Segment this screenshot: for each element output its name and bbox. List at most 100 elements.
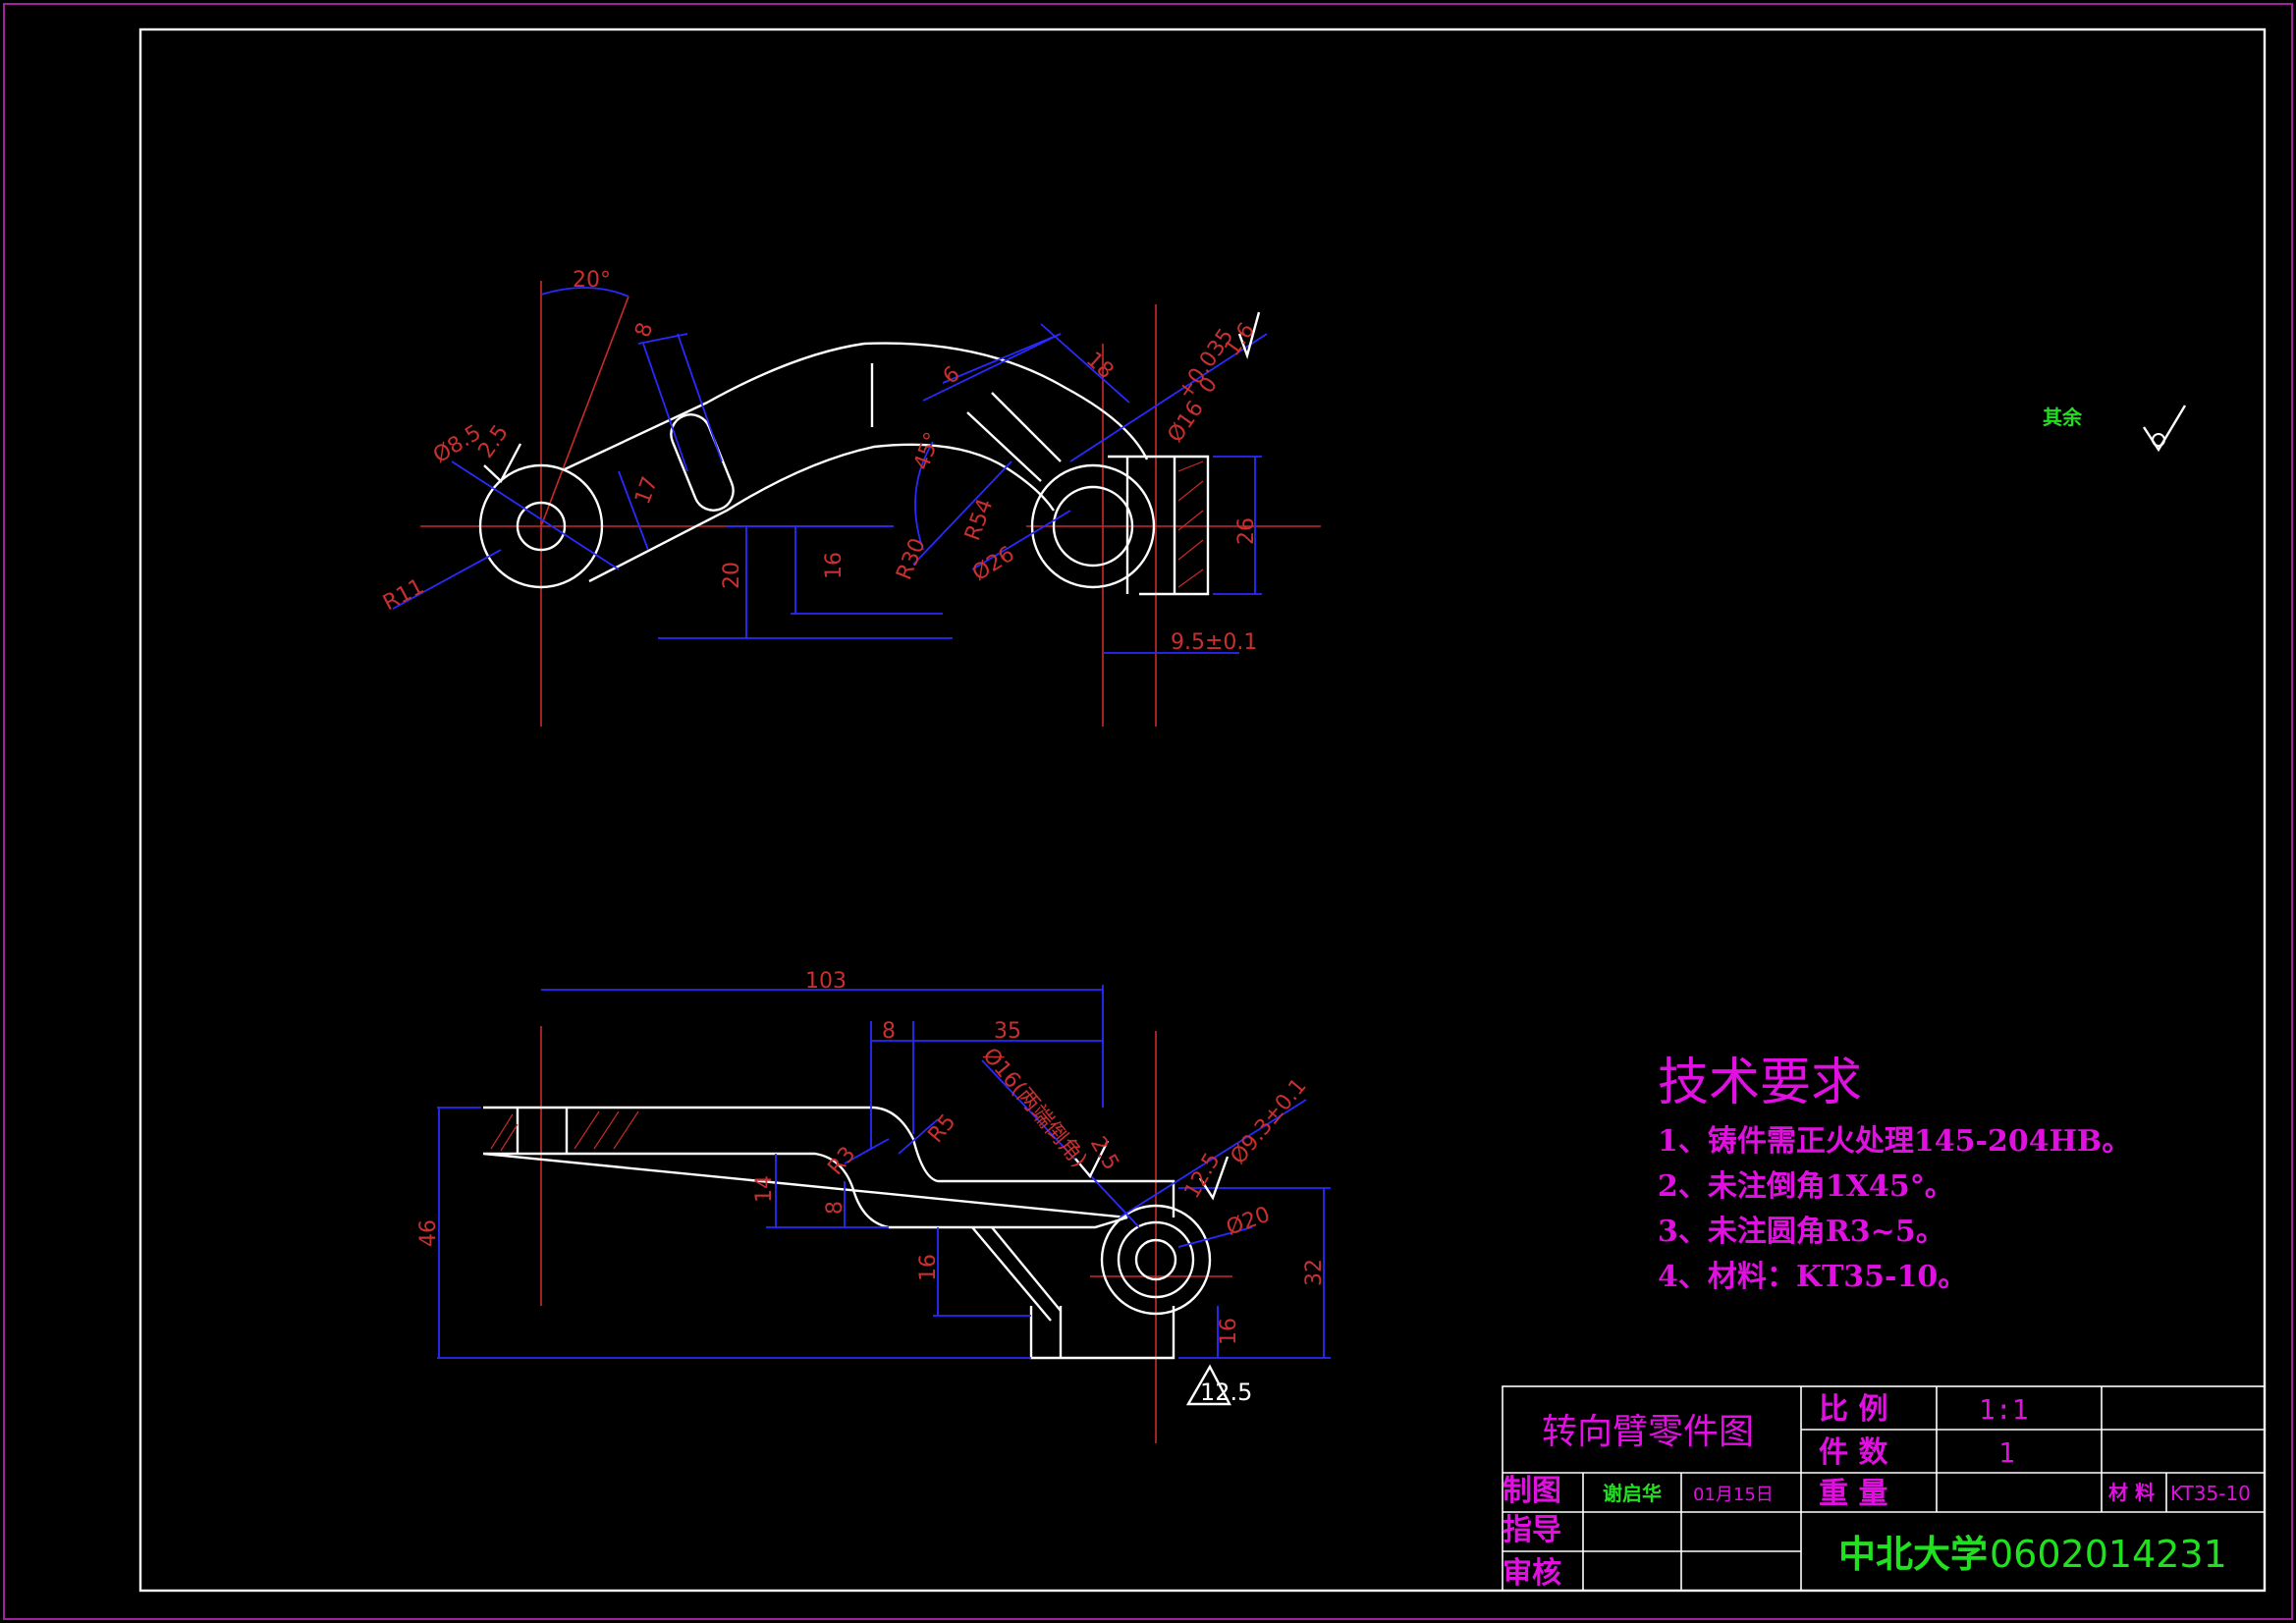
dim-line xyxy=(912,460,1012,566)
left-bore xyxy=(516,501,567,552)
dim-text: 16 xyxy=(916,1254,941,1281)
dim-text: R30 xyxy=(892,535,930,583)
material-value: KT35-10 xyxy=(2170,1482,2251,1505)
rib-line xyxy=(971,1226,1052,1322)
dim-text: R11 xyxy=(379,574,428,616)
front-boss-mid xyxy=(1117,1220,1195,1299)
clamp-hatch xyxy=(1177,460,1204,588)
front-bore xyxy=(1134,1238,1177,1281)
dim-text: 8 xyxy=(882,1019,896,1044)
front-view: 103 8 35 Ø16(两端倒角) R5 R3 2.5 12.5 Ø9.3±0… xyxy=(416,969,1331,1443)
arm-hatch xyxy=(490,1110,639,1152)
roughness-check-icon xyxy=(2142,405,2187,453)
dim-line xyxy=(971,510,1071,570)
right-bore xyxy=(1052,485,1134,568)
front-boss-outer xyxy=(1100,1204,1212,1316)
dim-text: 46 xyxy=(416,1219,441,1247)
tech-requirement-item: 2、未注倒角1X45°。 xyxy=(1658,1169,1954,1204)
dim-text: 2.5 xyxy=(473,420,514,462)
dim-text: 8 xyxy=(630,319,658,341)
tech-requirements-heading: 技术要求 xyxy=(1658,1054,1862,1112)
sheet-border xyxy=(3,3,2293,1620)
drawn-name: 谢启华 xyxy=(1603,1482,1662,1505)
dim-text: 9.5±0.1 xyxy=(1171,630,1257,655)
dim-text: Ø9.3±0.1 xyxy=(1226,1074,1311,1169)
ratio-label: 比 例 xyxy=(1819,1392,1887,1427)
top-view: 20° 8 Ø8.5 2.5 R11 17 20 16 6 18 45° R54… xyxy=(379,268,1321,727)
dim-20-line xyxy=(1177,1226,1253,1248)
rib-line xyxy=(966,411,1042,482)
dim-text: Ø20 xyxy=(1224,1203,1274,1241)
front-arm-profile xyxy=(482,1106,1175,1229)
right-clamp-block xyxy=(1108,455,1210,596)
dim-line xyxy=(618,470,649,551)
dim-text: 32 xyxy=(1302,1259,1327,1286)
dim-line xyxy=(844,1138,890,1164)
roughness-symbol xyxy=(483,443,522,483)
count-label: 件 数 xyxy=(1819,1435,1888,1470)
roughness-note-label: 其余 xyxy=(2043,406,2083,429)
dim-line xyxy=(392,549,502,610)
roughness-symbol xyxy=(1237,311,1261,359)
dim-text: 8 xyxy=(823,1201,847,1215)
count-value: 1 xyxy=(1998,1436,2015,1469)
dim-angle-20 xyxy=(540,287,629,298)
lightening-slot xyxy=(670,413,735,512)
dim-text: 20° xyxy=(573,268,611,293)
drawing-title: 转向臂零件图 xyxy=(1542,1412,1754,1452)
dim-line xyxy=(451,460,620,570)
dim-text: R5 xyxy=(923,1109,960,1148)
guide-label: 指导 xyxy=(1503,1513,1561,1547)
dim-text: 16 xyxy=(1217,1318,1241,1345)
material-label: 材 料 xyxy=(2108,1481,2155,1504)
dim-line xyxy=(942,333,1062,384)
dim-r30-arc xyxy=(914,441,934,551)
dim-text: 20 xyxy=(720,562,744,589)
dim-line xyxy=(637,333,688,345)
dim-16note-line xyxy=(981,1059,1140,1228)
dim-text: 35 xyxy=(994,1019,1021,1044)
weight-label: 重 量 xyxy=(1819,1477,1887,1511)
arm-lower-edge xyxy=(588,443,1056,583)
roughness-symbol xyxy=(1185,1364,1231,1406)
dim-text: 14 xyxy=(752,1175,777,1203)
dim-text: 2.5 xyxy=(1085,1133,1123,1175)
dim-line xyxy=(677,333,723,462)
rib-line xyxy=(991,392,1062,462)
review-label: 审核 xyxy=(1503,1556,1561,1591)
dim-text: 12.5 xyxy=(1200,1379,1252,1406)
dim-18-line xyxy=(1040,323,1130,404)
right-boss-outer xyxy=(1030,463,1156,589)
dim-text: R54 xyxy=(960,496,998,544)
tech-requirement-item: 4、材料：KT35-10。 xyxy=(1658,1260,1967,1294)
dim-text: 18 xyxy=(1081,348,1119,384)
ratio-value: 1:1 xyxy=(1979,1393,2029,1426)
roughness-symbol xyxy=(1074,1140,1110,1179)
title-block-frame xyxy=(1502,1385,2266,1592)
student-id: 0602014231 xyxy=(1990,1533,2227,1576)
dim-text: 26 xyxy=(1234,517,1259,545)
title-block xyxy=(1502,1385,2266,1592)
rib-line xyxy=(991,1226,1062,1312)
arm-upper-edge xyxy=(564,342,1149,471)
drawing-frame xyxy=(138,27,2267,1593)
centerline xyxy=(540,296,629,527)
school-name: 中北大学 xyxy=(1838,1533,1988,1576)
dim-text: 45° xyxy=(909,429,946,473)
dim-text: Ø16(两端倒角) xyxy=(977,1044,1091,1172)
tech-requirement-item: 3、未注圆角R3~5。 xyxy=(1658,1215,1945,1249)
dim-line xyxy=(922,333,1062,402)
front-base xyxy=(1029,1306,1175,1360)
dim-line xyxy=(898,1118,939,1155)
dim-text: 103 xyxy=(805,969,847,994)
dim-text: 17 xyxy=(630,473,663,508)
dim-16tol-line xyxy=(1069,333,1268,462)
dim-9-3-line xyxy=(1119,1099,1307,1218)
dim-text: Ø16 xyxy=(1163,397,1208,447)
dim-text: R3 xyxy=(823,1142,860,1180)
tech-requirement-item: 1、铸件需正火处理145-204HB。 xyxy=(1658,1124,2131,1159)
left-boss-outer xyxy=(478,463,604,589)
dim-text: Ø26 xyxy=(968,542,1019,586)
dim-line xyxy=(642,343,688,472)
roughness-symbol xyxy=(1198,1156,1230,1201)
